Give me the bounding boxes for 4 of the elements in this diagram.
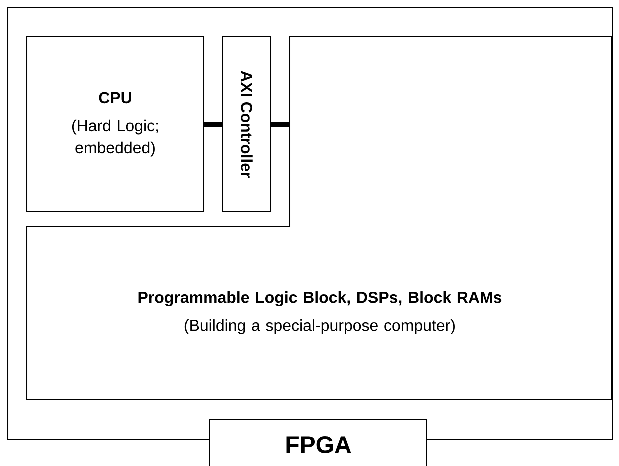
controller-box: AXI Controller: [222, 36, 272, 212]
connector-bar: [204, 122, 222, 127]
cpu-box: CPU (Hard Logic; embedded): [26, 36, 204, 212]
connector-bar: [272, 122, 290, 127]
